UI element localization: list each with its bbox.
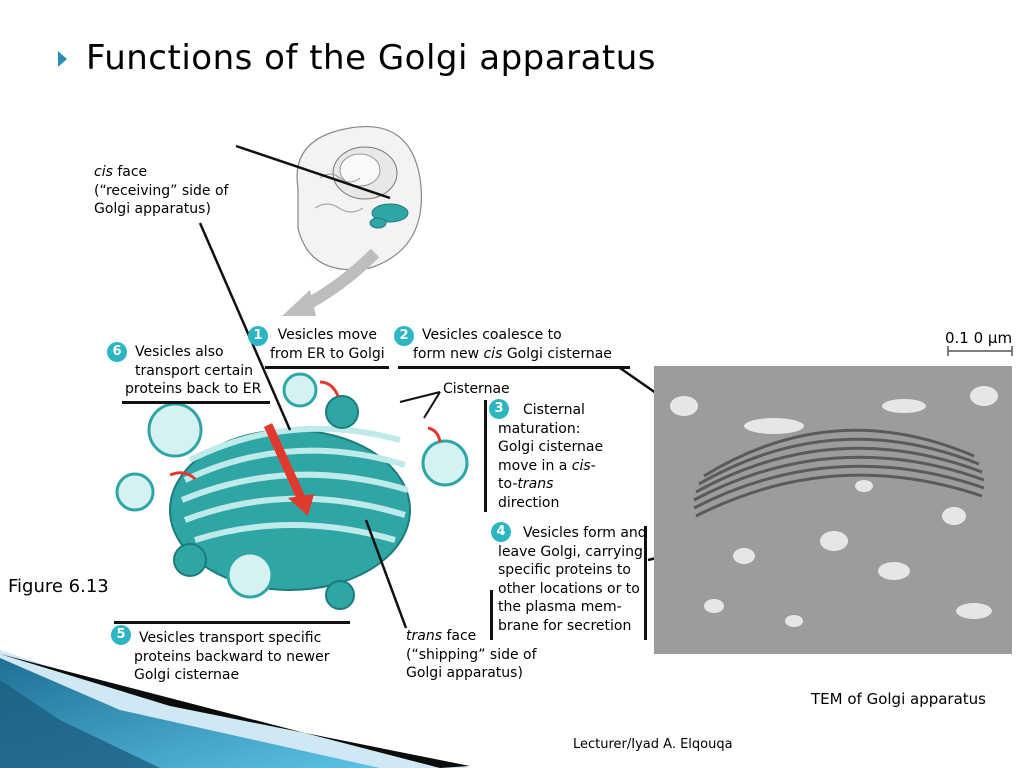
- cell-diagram: [282, 126, 422, 316]
- golgi-diagram: [115, 372, 469, 610]
- decorative-swoosh: [0, 650, 470, 768]
- step2-text: Vesicles coalesce to form new cis Golgi …: [413, 327, 612, 362]
- tem-caption: TEM of Golgi apparatus: [811, 690, 986, 708]
- step2-underline: [398, 366, 630, 369]
- figure-label: Figure 6.13: [8, 576, 109, 597]
- step1-text: Vesicles move from ER to Golgi: [270, 327, 385, 362]
- step3-badge: 3: [489, 399, 509, 419]
- scale-bar-label: 0.1 0 μm: [945, 329, 1013, 347]
- trans-face-label: trans face (“shipping” side of Golgi app…: [406, 628, 537, 681]
- footer-credit: Lecturer/Iyad A. Elqouqa: [573, 737, 733, 752]
- step2-badge: 2: [394, 326, 414, 346]
- step5-underline: [114, 621, 350, 624]
- step5-text: Vesicles transport specific proteins bac…: [134, 630, 330, 683]
- step3-text: Cisternal maturation: Golgi cisternae mo…: [498, 402, 604, 511]
- step1-underline: [265, 366, 389, 369]
- step6-underline: [122, 401, 270, 404]
- step6-text: Vesicles also transport certain proteins…: [125, 344, 262, 397]
- tem-micrograph: [654, 366, 1012, 654]
- step1-badge: 1: [248, 326, 268, 346]
- step4-text: Vesicles form and leave Golgi, carrying …: [498, 525, 647, 634]
- title-bullet-icon: [58, 51, 67, 67]
- cisternae-label: Cisternae: [443, 381, 510, 397]
- step5-badge: 5: [111, 625, 131, 645]
- slide-title: Functions of the Golgi apparatus: [86, 38, 656, 78]
- cis-face-label: cis face (“receiving” side of Golgi appa…: [94, 164, 229, 217]
- step4-bar: [644, 526, 647, 640]
- trans-bar: [490, 590, 493, 640]
- step3-bar: [484, 400, 487, 512]
- step4-badge: 4: [491, 522, 511, 542]
- step6-badge: 6: [107, 342, 127, 362]
